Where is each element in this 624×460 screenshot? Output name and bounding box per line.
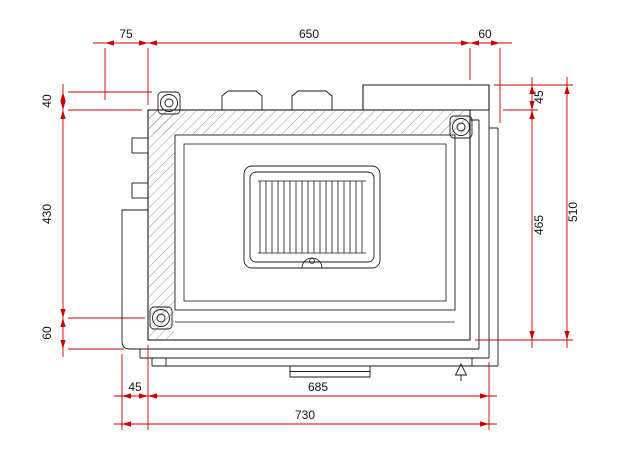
dim-label-left-60: 60	[40, 326, 54, 340]
left-tab-1	[131, 137, 149, 154]
firebox-chamber	[174, 134, 456, 311]
grille-slat-frame	[258, 180, 366, 254]
dim-label-right-510: 510	[566, 202, 580, 222]
dimension-labels: 75 650 60 40 430 60 45 465 510 45 685 73…	[40, 27, 580, 422]
grille-inner-frame	[249, 171, 375, 263]
firebox-back-panel	[183, 143, 447, 302]
body-outline	[147, 109, 471, 341]
stove-body	[121, 84, 499, 381]
corner-bolt-bottom-left	[149, 306, 173, 330]
dim-label-bottom-730: 730	[295, 408, 315, 422]
bolt-inner-circle	[456, 122, 466, 132]
left-wall-hatch	[149, 111, 174, 339]
bolt-plate	[149, 306, 173, 330]
ash-lip	[289, 366, 371, 378]
dimension-lines	[62, 42, 573, 430]
dim-label-top-60: 60	[478, 27, 492, 41]
corner-bolt-top-left	[157, 91, 181, 115]
bolt-plate	[449, 115, 473, 139]
top-right-block	[362, 84, 490, 111]
dim-label-bottom-685: 685	[308, 380, 328, 394]
bolt-outer-circle	[452, 118, 470, 136]
dim-label-left-40: 40	[40, 94, 54, 108]
dim-label-right-45: 45	[532, 90, 546, 104]
bolt-inner-circle	[156, 313, 166, 323]
grille-outer-frame	[243, 165, 381, 269]
dimension-arrows	[60, 40, 570, 427]
top-wall-hatch	[149, 111, 469, 134]
base-plate-2	[139, 349, 489, 359]
bolt-outer-circle	[152, 309, 170, 327]
right-frame-layer-3	[489, 127, 499, 366]
dim-label-bottom-45: 45	[128, 380, 142, 394]
grille-latch-dome	[301, 257, 323, 269]
left-tab-2	[131, 182, 149, 199]
center-grille	[243, 165, 381, 269]
grille-slats	[259, 181, 363, 253]
bolt-plate	[157, 91, 181, 115]
base-feet	[165, 358, 473, 366]
witness-lines-right	[475, 84, 573, 341]
left-lower-panel	[121, 209, 148, 350]
grille-latch-pin	[309, 258, 315, 264]
section-marker-triangle	[454, 362, 468, 381]
top-bracket-1	[221, 90, 263, 110]
bolt-outer-circle	[160, 94, 178, 112]
witness-lines-top	[104, 48, 501, 123]
dim-label-right-465: 465	[532, 215, 546, 235]
corner-bolt-top-right	[449, 115, 473, 139]
dim-label-top-75: 75	[119, 27, 133, 41]
dim-label-left-430: 430	[40, 204, 54, 224]
right-frame-layer-1	[470, 119, 480, 349]
arrowheads-right	[529, 85, 570, 340]
base-plate-3	[151, 358, 498, 367]
top-bracket-2	[291, 90, 333, 110]
bolt-inner-circle	[164, 98, 174, 108]
witness-lines-left	[68, 91, 152, 350]
dim-label-top-650: 650	[299, 27, 319, 41]
arrowheads-left	[60, 92, 66, 349]
